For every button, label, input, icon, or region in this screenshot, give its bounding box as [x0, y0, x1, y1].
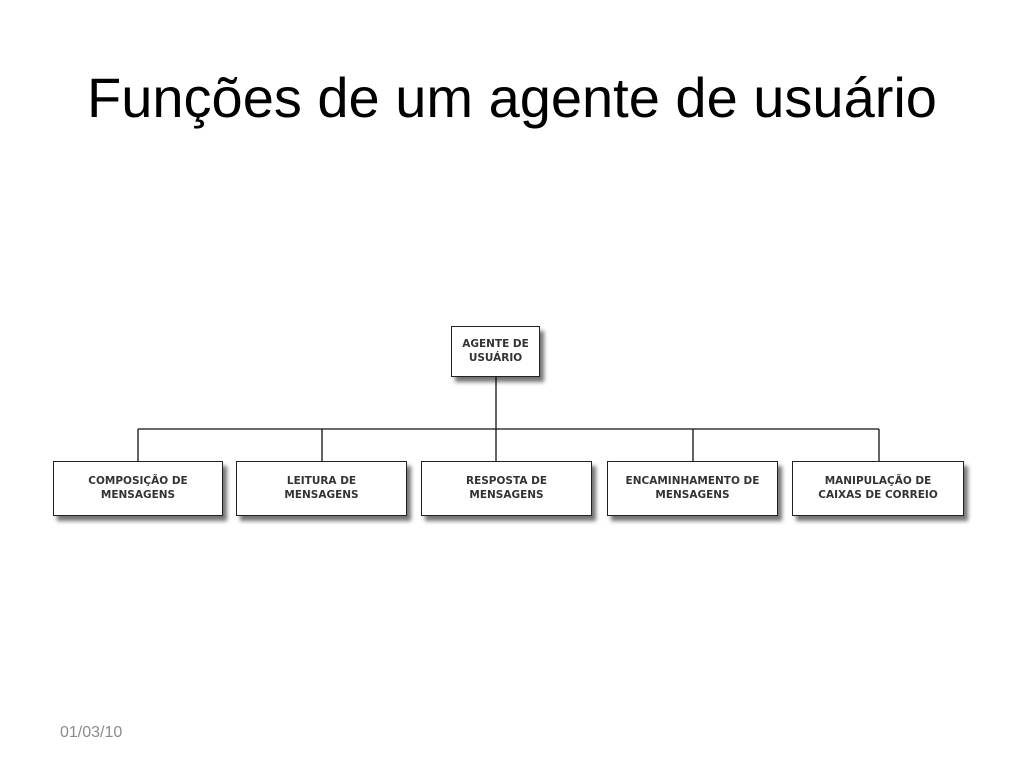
node-encaminhamento-de-mensagens: ENCAMINHAMENTO DE MENSAGENS	[607, 461, 778, 516]
node-leitura-de-mensagens: LEITURA DE MENSAGENS	[236, 461, 407, 516]
node-label-line-2: CAIXAS DE CORREIO	[818, 488, 938, 501]
node-label-line-2: MENSAGENS	[100, 488, 176, 501]
slide-date: 01/03/10	[60, 724, 123, 741]
node-label-line-2: MENSAGENS	[655, 488, 730, 501]
node-label-line-1: ENCAMINHAMENTO DE	[625, 475, 760, 487]
node-agente-de-usuario: AGENTE DE USUÁRIO	[451, 326, 540, 377]
node-label-line-1: AGENTE DE	[462, 338, 529, 350]
node-resposta-de-mensagens: RESPOSTA DE MENSAGENS	[421, 461, 592, 516]
slide-title: Funções de um agente de usuário	[87, 66, 937, 129]
node-label-line-1: RESPOSTA DE	[465, 475, 548, 487]
node-label-line-2: MENSAGENS	[469, 488, 544, 501]
node-manipulacao-de-caixas-de-correio: MANIPULAÇÃO DE CAIXAS DE CORREIO	[792, 461, 964, 516]
node-label-line-1: COMPOSIÇÃO DE	[88, 475, 188, 487]
node-label-line-2: USUÁRIO	[468, 351, 523, 364]
node-label-line-1: MANIPULAÇÃO DE	[824, 475, 932, 487]
node-label-line-2: MENSAGENS	[284, 488, 359, 501]
node-composicao-de-mensagens: COMPOSIÇÃO DE MENSAGENS	[53, 461, 223, 516]
node-label-line-1: LEITURA DE	[286, 475, 357, 487]
